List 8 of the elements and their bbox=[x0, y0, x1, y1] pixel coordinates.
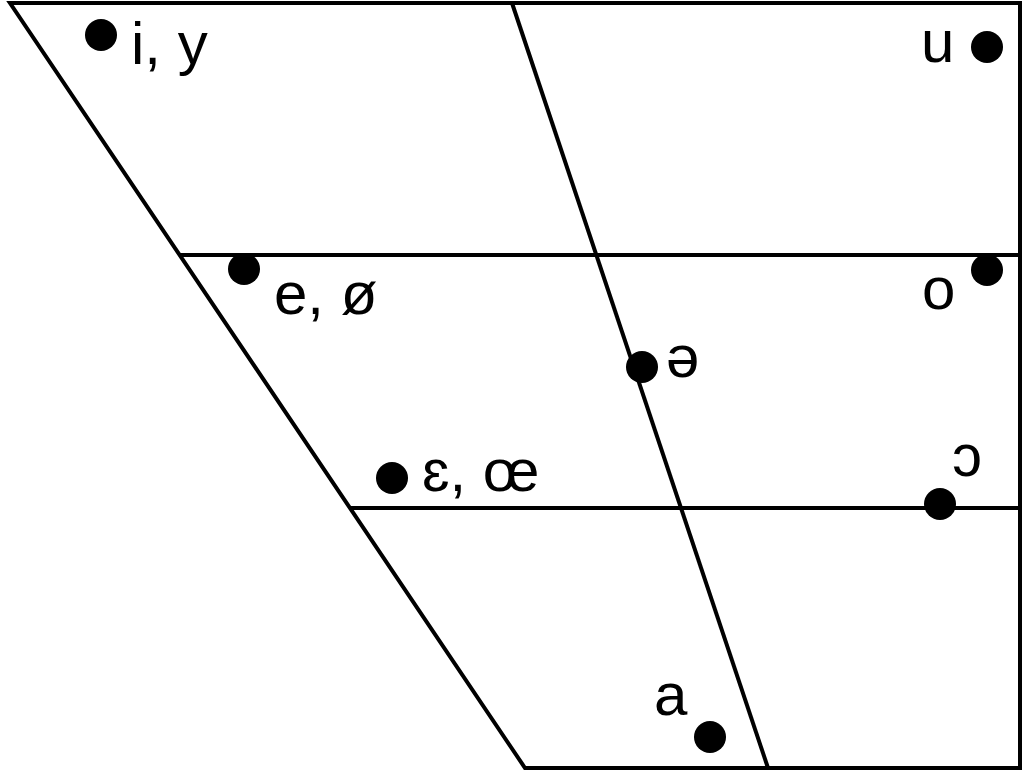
vowel-symbol: o bbox=[922, 259, 956, 319]
vowel-symbol: ə bbox=[666, 327, 700, 387]
vowel-symbol: ɔ bbox=[952, 426, 982, 486]
vowel-symbol: u bbox=[921, 12, 955, 72]
vowel-symbol: i, y bbox=[131, 14, 208, 74]
vowel-symbol: ɛ, œ bbox=[422, 441, 540, 501]
vowel-symbol: a bbox=[654, 665, 688, 725]
vowel-symbol: e, ø bbox=[274, 264, 378, 324]
